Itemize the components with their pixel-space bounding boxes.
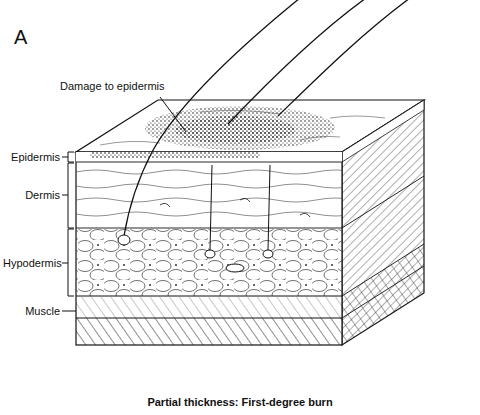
front-face <box>76 152 356 345</box>
layer-brackets <box>62 152 76 311</box>
layer-label: Muscle <box>25 305 60 318</box>
figure-caption: Partial thickness: First-degree burn <box>147 396 332 409</box>
right-face <box>342 100 424 345</box>
layer-label: Epidermis <box>11 151 60 164</box>
leader-line <box>160 97 186 132</box>
hair-shafts <box>152 0 410 152</box>
layer-label: Hypodermis <box>3 257 62 270</box>
panel-letter: A <box>14 26 27 49</box>
layer-label: Dermis <box>25 189 60 202</box>
layer-label: Damage to epidermis <box>60 80 165 93</box>
hair-follicles <box>118 152 310 272</box>
